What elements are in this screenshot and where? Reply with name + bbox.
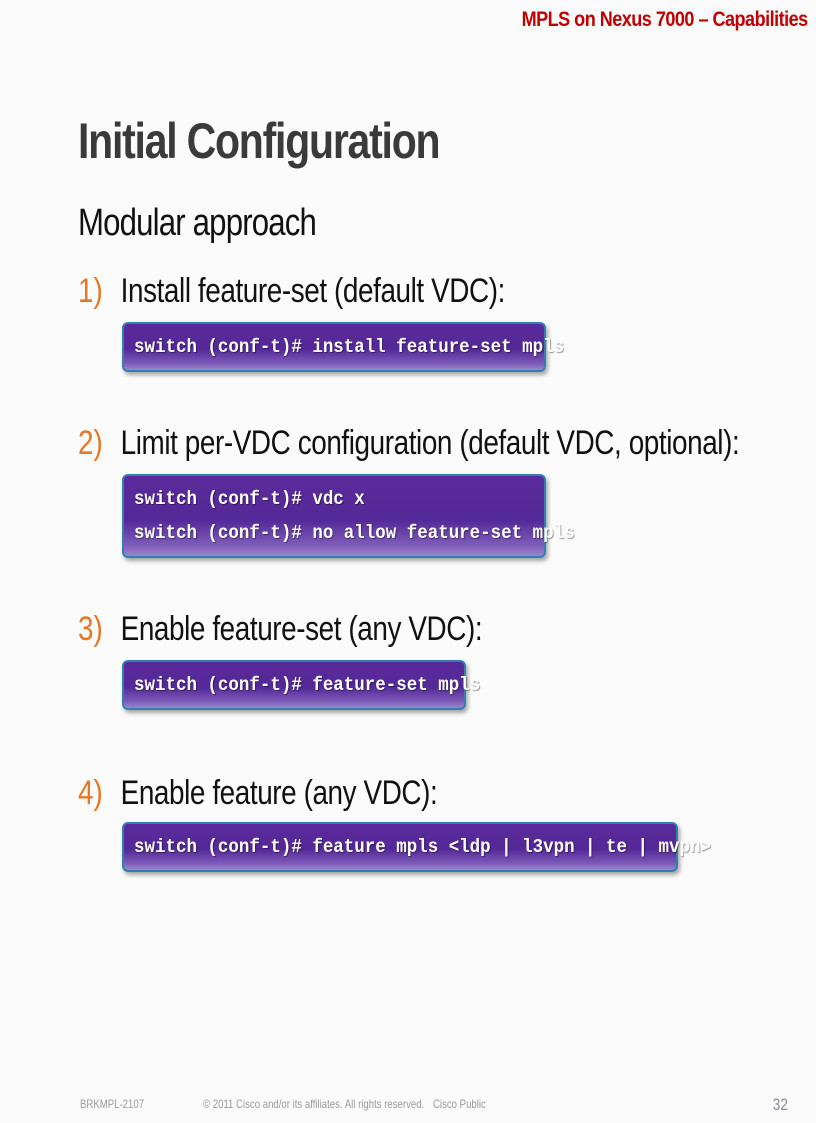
step-number: 4) [78, 774, 103, 812]
page-title: Initial Configuration [78, 113, 441, 169]
step-text: Install feature-set (default VDC): [120, 272, 506, 310]
page-number: 32 [772, 1095, 788, 1114]
step-number: 1) [78, 272, 103, 310]
code-line: switch (conf-t)# install feature-set mpl… [134, 336, 565, 358]
code-block: switch (conf-t)# feature mpls <ldp | l3v… [122, 822, 711, 872]
footer-classification: Cisco Public [433, 1097, 486, 1111]
step-text: Limit per-VDC configuration (default VDC… [120, 424, 740, 462]
code-line: switch (conf-t)# no allow feature-set mp… [134, 522, 575, 544]
page-subtitle: Modular approach [78, 202, 317, 244]
step-number: 3) [78, 610, 103, 648]
code-block: switch (conf-t)# install feature-set mpl… [122, 322, 565, 372]
footer-copyright: © 2011 Cisco and/or its affiliates. All … [203, 1097, 425, 1111]
code-block: switch (conf-t)# feature-set mpls [122, 660, 481, 710]
code-line: switch (conf-t)# feature mpls <ldp | l3v… [134, 836, 711, 858]
code-line: switch (conf-t)# vdc x [134, 488, 365, 510]
code-block: switch (conf-t)# vdc x switch (conf-t)# … [122, 474, 575, 558]
code-line: switch (conf-t)# feature-set mpls [134, 674, 481, 696]
step-text: Enable feature-set (any VDC): [120, 610, 483, 648]
step-number: 2) [78, 424, 103, 462]
step-3: 3) Enable feature-set (any VDC): switch … [78, 610, 571, 710]
step-1: 1) Install feature-set (default VDC): sw… [78, 272, 599, 372]
footer-session-id: BRKMPL-2107 [80, 1097, 145, 1111]
section-header-title: MPLS on Nexus 7000 – Capabilities [521, 8, 809, 31]
step-2: 2) Limit per-VDC configuration (default … [78, 424, 816, 558]
step-text: Enable feature (any VDC): [120, 774, 438, 812]
step-4: 4) Enable feature (any VDC): switch (con… [78, 774, 711, 872]
